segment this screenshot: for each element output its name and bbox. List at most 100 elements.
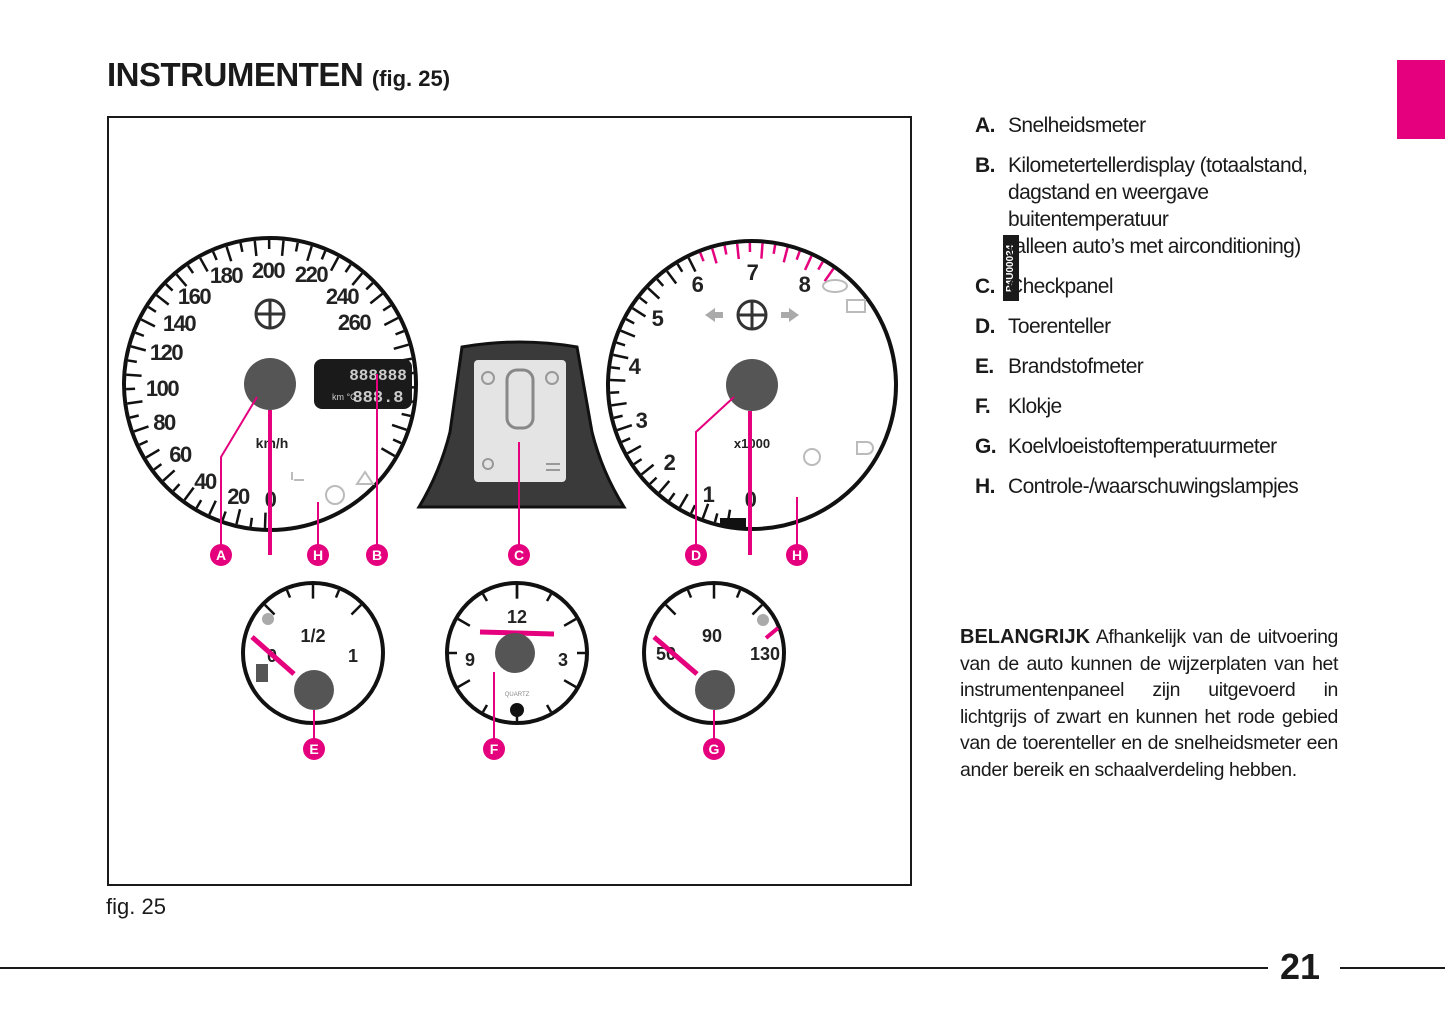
note-label: BELANGRIJK: [960, 626, 1091, 648]
gauge-tick: [239, 242, 244, 253]
gauge-tick: [382, 304, 392, 312]
gauge-tick: [803, 255, 813, 271]
gauge-tick: [199, 257, 209, 273]
speed-tick-label: 260: [338, 310, 371, 335]
gauge-tick: [221, 511, 227, 521]
callout-c: C: [508, 544, 530, 566]
speed-tick-label: 100: [146, 376, 179, 401]
gauge-tick: [365, 282, 374, 291]
figure-caption: fig. 25: [106, 894, 166, 919]
turn-right-icon: [781, 308, 799, 322]
speedometer-hub: [244, 358, 296, 410]
legend-item: E.Brandstofmeter: [975, 353, 1355, 380]
gauge-tick: [138, 439, 149, 446]
gauge-tick: [129, 414, 140, 419]
gauge-tick: [135, 331, 145, 338]
callout-a: A: [210, 544, 232, 566]
figure-reference: (fig. 25): [371, 66, 451, 91]
speed-tick-label: 200: [252, 258, 285, 283]
legend-key: B.: [975, 154, 995, 177]
speed-tick-label: 60: [169, 442, 192, 467]
gauge-tick: [351, 272, 364, 286]
gauge-tick: [127, 400, 143, 405]
gauge-tick: [391, 423, 407, 431]
clock-tick-label: 9: [465, 650, 475, 670]
legend-item: F.Klokje: [975, 393, 1355, 420]
warning-lamp-icon: [803, 448, 821, 466]
gauge-tick: [665, 604, 677, 616]
legend-text: Klokje: [1008, 395, 1062, 418]
legend-item: G.Koelvloeistoftemperatuurmeter: [975, 433, 1355, 460]
gauge-tick: [183, 486, 195, 501]
gauge-tick: [140, 318, 156, 328]
gauge-tick: [235, 508, 242, 525]
legend-key: D.: [975, 315, 995, 338]
temp-needle: [652, 635, 699, 676]
gauge-tick: [285, 589, 292, 599]
gauge-tick: [306, 245, 313, 262]
temp-tick-label: 130: [750, 644, 780, 664]
gauge-tick: [631, 307, 647, 318]
legend-item: C.Checkpanel: [975, 273, 1355, 300]
clock-adjust-button: [510, 703, 524, 717]
gauge-tick: [155, 294, 170, 306]
legend-item: D.Toerenteller: [975, 313, 1355, 340]
gauge-tick: [263, 512, 267, 528]
svg-text:H: H: [792, 547, 802, 563]
gauge-tick: [133, 425, 149, 433]
instrument-figure: 0 20 40 60 80 100 120 140 160 180 200 22…: [107, 116, 1019, 886]
rpm-tick-label: 7: [747, 260, 759, 285]
fuel-tick-label: 1/2: [300, 626, 325, 646]
important-note: BELANGRIJK Afhankelijk van de uitvoering…: [960, 624, 1338, 784]
speed-tick-label: 120: [150, 340, 183, 365]
legend-text: Koelvloeistoftemperatuurmeter: [1008, 435, 1277, 458]
temp-tick-label: 90: [702, 626, 722, 646]
note-text: Afhankelijk van de uitvoering van de aut…: [960, 626, 1338, 781]
gauge-tick: [610, 378, 626, 382]
gauge-tick: [320, 250, 327, 260]
clock-hands: [479, 629, 555, 637]
gauge-tick: [545, 704, 553, 713]
gauge-tick: [625, 318, 635, 325]
rpm-tick-label: 4: [629, 354, 642, 379]
gauge-tick: [656, 278, 665, 287]
gauge-tick: [126, 373, 142, 377]
gauge-tick: [208, 500, 217, 516]
gauge-tick: [162, 469, 176, 482]
gauge-tick: [647, 287, 661, 300]
gauge-tick: [735, 243, 740, 260]
callout-h: H: [307, 544, 329, 566]
gauge-tick: [175, 273, 188, 287]
car-outline-icon: [505, 368, 535, 430]
warning-lamp-icon: [291, 472, 304, 481]
gauge-tick: [380, 447, 396, 458]
clock-tick-label: 12: [507, 607, 527, 627]
gauge-tick: [666, 270, 678, 285]
speed-tick-label: 220: [295, 262, 328, 287]
gauge-tick: [395, 329, 405, 336]
odometer-display: [314, 359, 412, 409]
gauge-tick: [639, 296, 648, 305]
warning-lamp-icon: [325, 485, 345, 505]
gauge-tick: [350, 604, 362, 616]
tachometer-hub: [726, 359, 778, 411]
legend-key: E.: [975, 355, 994, 378]
speed-tick-label: 20: [227, 484, 250, 509]
gauge-tick: [344, 263, 352, 273]
legend-text: Snelheidsmeter: [1008, 114, 1146, 137]
gauge-tick: [563, 617, 577, 627]
gauge-tick: [760, 243, 764, 259]
gauge-tick: [640, 463, 655, 476]
gauge-tick: [612, 353, 629, 360]
gauge-tick: [626, 444, 642, 455]
callout-h: H: [786, 544, 808, 566]
svg-text:D: D: [691, 547, 701, 563]
gauge-tick: [392, 438, 402, 445]
gauge-tick: [329, 256, 340, 272]
legend-key: H.: [975, 475, 995, 498]
gauge-tick: [616, 341, 626, 347]
gauge-tick: [723, 245, 728, 255]
gauge-tick: [823, 267, 835, 282]
speed-tick-label: 40: [194, 469, 217, 494]
